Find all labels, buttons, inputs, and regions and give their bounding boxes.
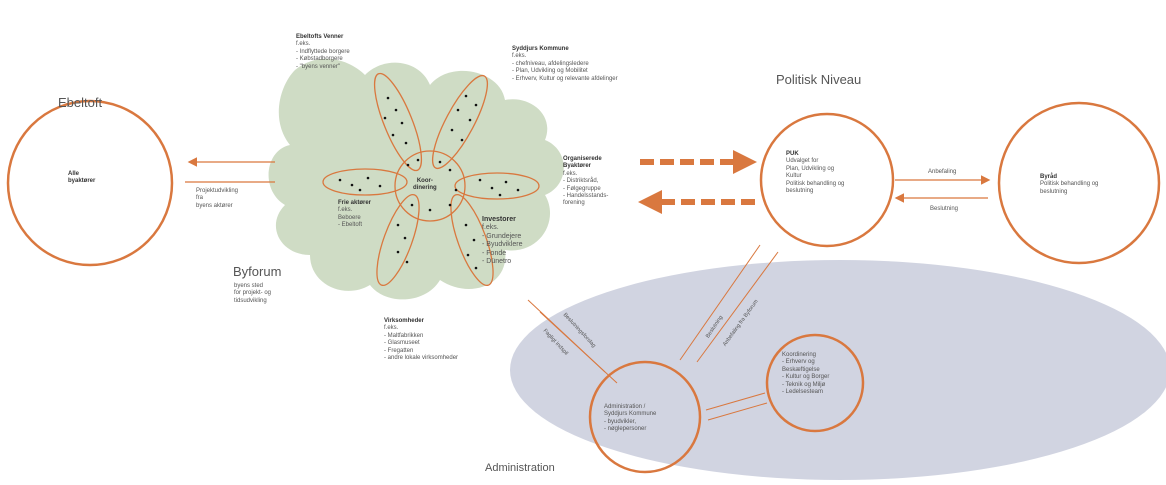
frie-aktorer-block: Frie aktører f.eks. Beboere - Ebeltoft: [338, 200, 372, 229]
investorer-block: Investorer f.eks. - Grundejere - Byudvik…: [482, 216, 523, 266]
byforum-description: byens sted for projekt- og tidsudvikling: [234, 283, 272, 304]
ebeltofts-venner-block: Ebeltofts Venner f.eks. - Indflyttede bo…: [296, 34, 350, 70]
puk-block: PUK Udvalget for Plan, Udvikling og Kult…: [786, 151, 845, 195]
anbefaling-label: Anbefaling: [928, 169, 957, 175]
admin-syddjurs-block: Administration / Syddjurs Kommune - byud…: [604, 404, 657, 433]
politisk-niveau-title: Politisk Niveau: [776, 72, 862, 87]
flower-dots: [338, 94, 520, 270]
byforum-blob: [268, 58, 564, 300]
koordinering-box-block: Koordinering - Erhverv og Beskæftigelse …: [782, 352, 830, 396]
byraad-circle: [997, 101, 1161, 265]
arrow-admin-koord-2: [707, 402, 768, 421]
byforum-title: Byforum: [233, 264, 282, 279]
alle-byaktorer-circle: [6, 99, 174, 267]
administration-circle: [588, 360, 702, 474]
organiserede-byaktorer-block: Organiserede Byaktører f.eks. - Distrikt…: [563, 156, 609, 207]
line-beslutning: [679, 244, 761, 361]
administration-title: Administration: [485, 462, 555, 474]
line-anbefaling-byforum: [696, 251, 779, 363]
koordinering-circle: [765, 333, 865, 433]
arrow-admin-koord-1: [705, 392, 766, 411]
syddjurs-kommune-block: Syddjurs Kommune f.eks. - chefniveau, af…: [512, 46, 618, 82]
administration-ellipse: [510, 260, 1166, 480]
beslutning-label: Beslutning: [930, 206, 959, 212]
byraad-block: Byråd Politisk behandling og beslutning: [1040, 174, 1099, 195]
alle-byaktorer-label: Alle byaktører: [68, 171, 96, 185]
line-fagligt-indspil: [539, 311, 618, 384]
puk-circle: [759, 112, 895, 248]
projektudvikling-label: Projektudvikling fra byens aktører: [196, 188, 239, 209]
koordinering-center-label: Koor- dinering: [413, 178, 437, 192]
ebeltoft-title: Ebeltoft: [58, 95, 103, 110]
flower-petals: [322, 72, 540, 287]
virksomheder-block: Virksomheder f.eks. - Maltfabrikken - Gl…: [384, 318, 459, 362]
